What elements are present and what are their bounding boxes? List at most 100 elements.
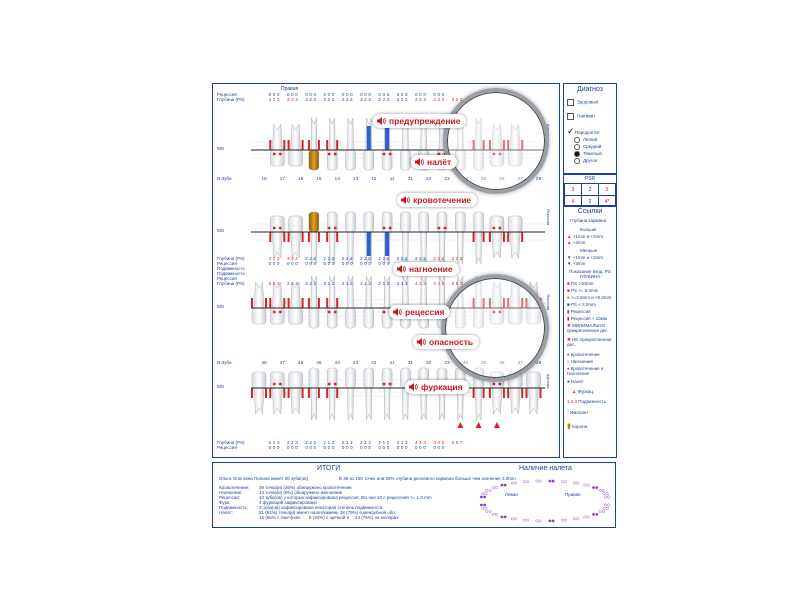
chart-value: 0 0 0: [268, 261, 280, 266]
plaque-site-dot: [573, 517, 576, 521]
callout-plaque[interactable]: налёт: [411, 155, 458, 169]
pocket-marker: [301, 232, 304, 242]
pocket-marker: [287, 388, 290, 398]
chart-value: 15: [316, 176, 322, 181]
tooth-root: [328, 387, 336, 421]
callout-warning-label: предупреждение: [389, 116, 461, 126]
level-severe[interactable]: Тяжелый: [574, 151, 602, 157]
legend-rec-2-label: Рецессия + 10мм: [570, 316, 607, 321]
pocket-marker: [269, 232, 272, 242]
summary-intro-left: Ольга Олеговна Полина имеет 20 зуба(ов): [219, 476, 309, 481]
plaque-site-dot: [483, 495, 487, 499]
level-medium[interactable]: Средний: [574, 144, 601, 150]
bleeding-dot: [498, 382, 502, 386]
pocket-marker: [326, 232, 329, 242]
chart-value: 2 2 2: [323, 256, 335, 261]
level-medium-radio[interactable]: [574, 144, 580, 150]
implant-post: [366, 232, 371, 256]
legend-ps-3: ■ >=3.0mm и <6.0mm: [567, 295, 611, 300]
periodontitis-option[interactable]: ✓Пародонтит: [567, 126, 600, 137]
callout-bleeding[interactable]: кровотечение: [397, 193, 478, 207]
legend-bleed-supp-label: Кровотечение и Нагноение: [567, 366, 604, 376]
chart-value: 6 5 7: [451, 440, 463, 445]
tooth-crown: [363, 367, 375, 389]
tooth-crown: [288, 215, 303, 233]
level-other[interactable]: Другое: [574, 158, 597, 164]
legend-ps-1-label: PS >10mm: [570, 281, 594, 286]
tooth-crown: [288, 307, 303, 325]
chart-value: 2 3 4: [433, 256, 445, 261]
implant-icon: ⫶: [567, 409, 569, 416]
tooth-crown: [473, 211, 484, 233]
magnifier-lower: [441, 274, 549, 382]
pocket-marker: [336, 140, 339, 150]
lingual-label-2: Язычная: [546, 294, 551, 311]
plaque-site-dot: [548, 479, 552, 483]
summary-row-label: Подвижность:: [219, 505, 249, 510]
pocket-marker: [336, 232, 339, 242]
level-medium-label: Средний: [583, 144, 602, 150]
tooth-crown: [270, 215, 285, 233]
chart-value: 2 1 3: [396, 440, 408, 445]
psr-cell: 2: [581, 183, 599, 196]
tooth-crown: [345, 211, 356, 233]
level-light-radio[interactable]: [574, 137, 580, 143]
gingivitis-checkbox[interactable]: [567, 113, 574, 120]
summary-row-label: Кровотечение:: [219, 485, 250, 490]
gingivitis-option[interactable]: Гингивит: [567, 113, 595, 120]
pocket-marker: [301, 298, 304, 308]
psr-title: PSR: [584, 176, 596, 182]
plaque-site-dot: [491, 486, 495, 489]
legend-ps-3-label: >=3.0mm и <6.0mm: [570, 295, 612, 300]
callout-danger[interactable]: опасность: [413, 335, 480, 349]
tooth-crown: [308, 367, 320, 389]
tooth-root: [253, 387, 265, 415]
level-severe-radio[interactable]: [574, 151, 580, 157]
implant-post: [366, 126, 371, 150]
callout-suppuration[interactable]: нагноение: [393, 262, 459, 276]
chart-value: 0 0 0: [378, 261, 390, 266]
diagnosis-panel: Диагноз Здоровый Гингивит ✓Пародонтит Ле…: [563, 83, 617, 174]
callout-furcation[interactable]: фуркация: [405, 380, 469, 394]
level-light-label: Легкий: [583, 137, 598, 143]
tooth-crown: [270, 149, 285, 167]
callout-warning[interactable]: предупреждение: [373, 114, 467, 128]
side-right-label: Правая: [281, 86, 299, 92]
pocket-marker: [326, 140, 329, 150]
tooth-crown: [288, 371, 303, 389]
pocket-marker: [287, 232, 290, 242]
pocket-marker: [336, 298, 339, 308]
chart-value: 2 1 2: [323, 440, 335, 445]
legend-bleeding: ♦ Кровотечение: [567, 352, 600, 357]
healthy-option[interactable]: Здоровый: [567, 99, 598, 106]
chart-value: 41: [389, 360, 395, 365]
implant-post: [385, 126, 390, 150]
recession-label-2: Рецессия: [217, 261, 237, 266]
mobility-label-1: Подвижность: [217, 266, 245, 271]
chart-value: 3 2 3: [268, 97, 280, 102]
chart-value: 18: [261, 176, 267, 181]
mg-label-2: MG: [217, 228, 225, 233]
healthy-checkbox[interactable]: [567, 99, 574, 106]
bleeding-dot: [327, 382, 331, 386]
plaque-site-dot: [607, 503, 611, 507]
legend-plaque-label: Налет: [570, 379, 584, 384]
chart-value: 12: [371, 176, 377, 181]
legend-subtitle: Глубина кармана: [570, 218, 607, 223]
chart-value: 0 0 0: [360, 92, 372, 97]
chart-value: 16: [298, 176, 304, 181]
tooth-crown: [400, 149, 411, 171]
chart-value: 2 2 2: [305, 281, 317, 286]
pocket-marker: [251, 298, 253, 308]
plaque-site-dot: [522, 518, 526, 522]
level-light[interactable]: Легкий: [574, 137, 597, 143]
chart-value: 0 0 0: [341, 261, 353, 266]
level-other-radio[interactable]: [574, 158, 580, 164]
pocket-marker: [525, 388, 528, 398]
chart-value: 0 0 0: [305, 92, 317, 97]
chart-value: 0 0 0: [378, 92, 390, 97]
chart-value: 3 2 3: [451, 97, 463, 102]
tooth-root: [509, 231, 521, 259]
callout-recession[interactable]: рецессия: [389, 305, 451, 319]
